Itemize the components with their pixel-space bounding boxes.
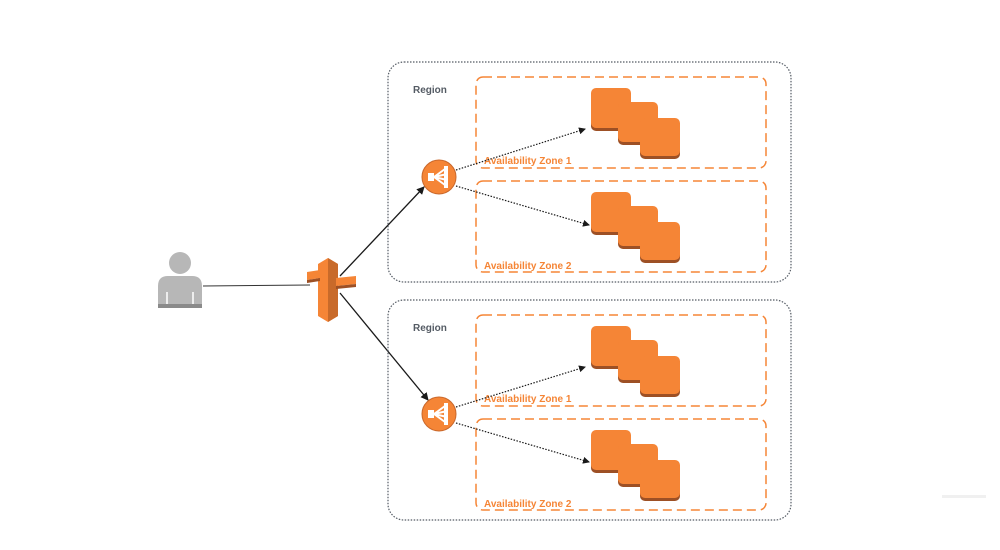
ec2-instances-icon [591, 192, 680, 263]
user-to-dns-connector [202, 284, 311, 287]
az-boundary [475, 314, 767, 407]
region-label: Region [413, 323, 447, 334]
region-1: Region Availability Zone 1 Availability … [387, 61, 792, 283]
region-boundary [387, 61, 792, 283]
az-label: Availability Zone 2 [484, 499, 572, 510]
availability-zone-2: Availability Zone 2 [475, 418, 767, 511]
az-label: Availability Zone 1 [484, 394, 572, 405]
region-2: Region Availability Zone 1 Availability … [387, 299, 792, 521]
user-icon [158, 252, 202, 308]
ec2-instances-icon [591, 430, 680, 501]
region-boundary [387, 299, 792, 521]
availability-zone-1: Availability Zone 1 [475, 314, 767, 407]
az-label: Availability Zone 1 [484, 156, 572, 167]
az-boundary [475, 76, 767, 169]
route53-signpost-icon [307, 258, 356, 322]
elastic-load-balancer-icon [421, 159, 457, 195]
elb-to-az2-arrow [455, 422, 590, 464]
elastic-load-balancer-icon [421, 396, 457, 432]
az-boundary [475, 418, 767, 511]
availability-zone-2: Availability Zone 2 [475, 180, 767, 273]
dns-to-region2-arrow [339, 292, 429, 401]
ec2-instances-icon [591, 88, 680, 159]
ec2-instances-icon [591, 326, 680, 397]
az-boundary [475, 180, 767, 273]
region-label: Region [413, 85, 447, 96]
availability-zone-1: Availability Zone 1 [475, 76, 767, 169]
dns-to-region1-arrow [339, 186, 425, 277]
divider [942, 495, 986, 498]
az-label: Availability Zone 2 [484, 261, 572, 272]
elb-to-az2-arrow [455, 185, 590, 227]
